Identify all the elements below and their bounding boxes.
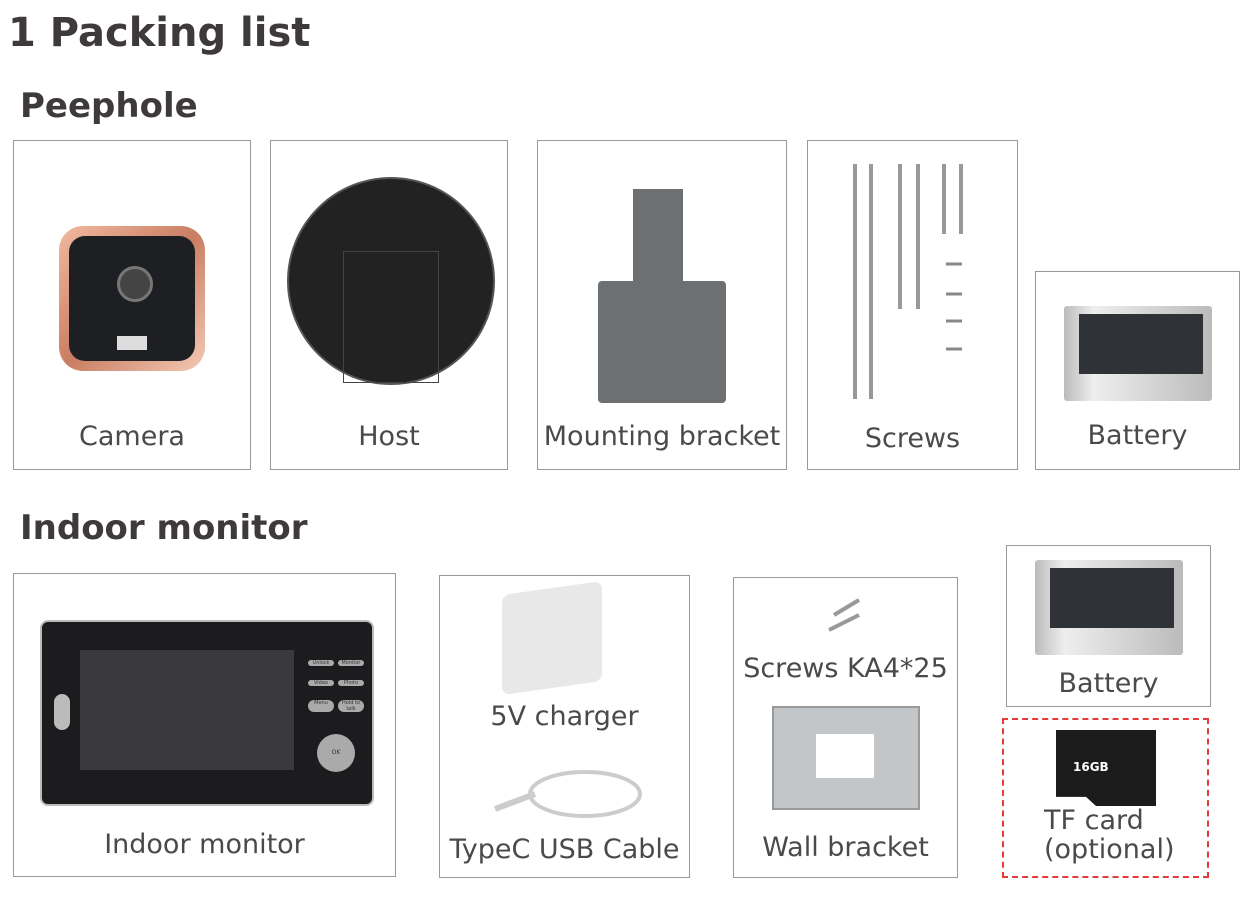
item-camera: Camera (13, 140, 251, 470)
tf-card-image: 16GB (1056, 730, 1156, 806)
item-wall-bracket: Screws KA4*25 Wall bracket (733, 577, 958, 878)
item-label: Screws (864, 423, 961, 454)
item-label: TF card (1044, 805, 1144, 836)
section-heading-peephole: Peephole (20, 86, 198, 126)
item-screws: Screws (807, 140, 1018, 470)
cable-image (493, 770, 642, 818)
item-label: Camera (79, 421, 185, 452)
tf-capacity: 16GB (1073, 760, 1109, 774)
unlock-button: Unlock (308, 660, 334, 666)
item-charger-cable: 5V charger TypeC USB Cable (439, 575, 690, 878)
wall-bracket-image (772, 706, 920, 810)
item-indoor-monitor: Unlock Monitor Video Photo Menu Hold to … (13, 573, 396, 877)
item-label: Indoor monitor (104, 829, 305, 860)
page-title: 1 Packing list (8, 10, 311, 56)
battery-image (1035, 560, 1183, 655)
item-label: TypeC USB Cable (449, 834, 680, 865)
item-label: 5V charger (490, 701, 639, 732)
item-label: Battery (1058, 668, 1159, 699)
screws-image (853, 164, 963, 399)
item-battery-2: Battery (1006, 545, 1211, 707)
item-host: Host (270, 140, 508, 470)
camera-image (59, 226, 205, 371)
item-label: Host (358, 421, 420, 452)
host-image (287, 177, 495, 385)
item-label: Mounting bracket (543, 421, 781, 452)
monitor-image: Unlock Monitor Video Photo Menu Hold to … (40, 620, 374, 806)
monitor-button: Monitor (338, 660, 364, 666)
item-label: Wall bracket (762, 832, 929, 863)
video-button: Video (308, 680, 334, 686)
charger-image (502, 580, 602, 696)
item-tf-card: 16GB TF card (optional) (1002, 718, 1209, 878)
item-label: Screws KA4*25 (743, 653, 948, 684)
talk-button: Hold to talk (338, 700, 364, 712)
item-label: Battery (1087, 420, 1188, 451)
photo-button: Photo (338, 680, 364, 686)
ok-dpad: OK (317, 734, 355, 772)
menu-button: Menu (308, 700, 334, 712)
bracket-image (633, 189, 683, 289)
screws-icon (828, 598, 861, 632)
item-mounting-bracket: Mounting bracket (537, 140, 787, 470)
battery-image (1064, 306, 1212, 401)
section-heading-indoor-monitor: Indoor monitor (20, 508, 308, 548)
item-label-optional: (optional) (1044, 834, 1175, 865)
item-battery: Battery (1035, 271, 1240, 470)
